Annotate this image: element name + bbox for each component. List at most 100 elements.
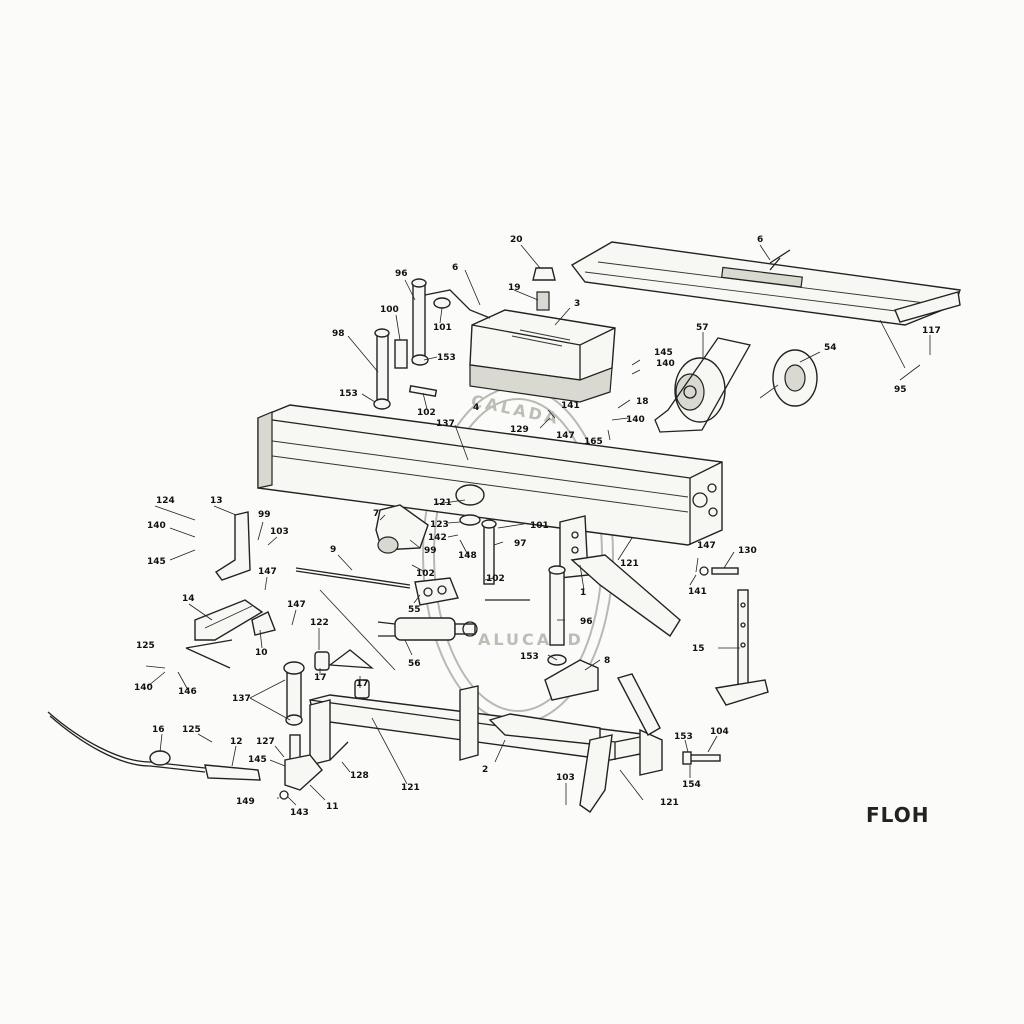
part-label-1: 1	[580, 588, 586, 598]
part-label-142: 142	[428, 533, 447, 543]
gearbox-housing	[469, 309, 616, 403]
part-label-13: 13	[210, 496, 223, 506]
bolt-104	[682, 751, 721, 765]
part-label-122: 122	[310, 618, 329, 628]
part-label-3: 3	[574, 299, 580, 309]
part-label-102-mid: 102	[486, 574, 505, 584]
part-label-145-low: 145	[248, 755, 267, 765]
lower-pivot-post	[204, 661, 349, 800]
part-label-129: 129	[510, 425, 529, 435]
bushings-17	[314, 649, 374, 699]
part-label-149: 149	[236, 797, 255, 807]
part-label-4: 4	[473, 403, 479, 413]
part-label-99-mid: 99	[424, 546, 437, 556]
part-label-125-left: 125	[136, 641, 155, 651]
part-label-140-top: 140	[656, 359, 675, 369]
part-label-17-left: 17	[314, 673, 327, 683]
part-label-8: 8	[604, 656, 610, 666]
bevel-gear-assembly	[654, 337, 751, 433]
part-label-130: 130	[738, 546, 757, 556]
part-label-14: 14	[182, 594, 195, 604]
hydraulic-valve	[414, 577, 459, 606]
diagram-code-tag: FLOH	[866, 803, 929, 827]
lower-main-frame	[309, 659, 663, 813]
part-label-103-left: 103	[270, 527, 289, 537]
part-label-100: 100	[380, 305, 399, 315]
part-label-121-mid: 121	[433, 498, 452, 508]
part-label-121-lower-right: 121	[660, 798, 679, 808]
part-number-labels: 20 19 3 6 6 96 100 98 101 153 153 102 57…	[134, 235, 941, 818]
part-label-54: 54	[824, 343, 837, 353]
part-label-101-mid: 101	[530, 521, 549, 531]
part-label-128: 128	[350, 771, 369, 781]
part-label-104: 104	[710, 727, 729, 737]
part-label-97: 97	[514, 539, 527, 549]
part-label-140-left: 140	[147, 521, 166, 531]
part-label-137-low: 137	[232, 694, 251, 704]
spur-gear	[759, 349, 818, 407]
leader-lines	[145, 244, 931, 806]
part-label-12: 12	[230, 737, 243, 747]
part-label-143: 143	[290, 808, 309, 818]
part-label-147-right: 147	[697, 541, 716, 551]
part-label-11: 11	[326, 802, 339, 812]
part-label-6-top: 6	[757, 235, 763, 245]
part-label-147-top: 147	[556, 431, 575, 441]
bolt-130	[699, 566, 739, 576]
watermark-text: ALUCARD	[478, 630, 584, 649]
part-label-141-right: 141	[688, 587, 707, 597]
filler-cap	[532, 267, 556, 311]
part-label-153-left: 153	[339, 389, 358, 399]
part-label-147-left: 147	[258, 567, 277, 577]
main-cross-beam	[257, 404, 723, 546]
part-label-141-top: 141	[561, 401, 580, 411]
part-label-16: 16	[152, 725, 165, 735]
part-label-153-low: 153	[520, 652, 539, 662]
part-label-127: 127	[256, 737, 275, 747]
control-rod	[295, 567, 411, 589]
part-label-121-bottom: 121	[401, 783, 420, 793]
pins-upper	[373, 278, 491, 410]
drive-cable	[47, 711, 206, 773]
part-label-17-right: 17	[356, 679, 369, 689]
part-label-153-pin: 153	[437, 353, 456, 363]
part-label-153-right: 153	[674, 732, 693, 742]
part-label-146: 146	[178, 687, 197, 697]
part-label-140-mid: 140	[626, 415, 645, 425]
bracket-right	[616, 673, 661, 736]
part-label-121-right: 121	[620, 559, 639, 569]
part-label-10: 10	[255, 648, 268, 658]
part-label-145-top: 145	[654, 348, 673, 358]
part-label-99-left: 99	[258, 510, 271, 520]
part-label-154: 154	[682, 780, 701, 790]
part-label-98-top: 98	[332, 329, 345, 339]
part-label-145-left: 145	[147, 557, 166, 567]
part-label-123: 123	[430, 520, 449, 530]
part-label-2: 2	[482, 765, 488, 775]
part-label-140-lower: 140	[134, 683, 153, 693]
part-label-20: 20	[510, 235, 523, 245]
part-label-137-top: 137	[436, 419, 455, 429]
part-label-101-top: 101	[433, 323, 452, 333]
part-label-102-top: 102	[417, 408, 436, 418]
part-label-125-low: 125	[182, 725, 201, 735]
part-label-147-lower: 147	[287, 600, 306, 610]
part-label-117: 117	[922, 326, 941, 336]
top-deflector-beam	[570, 241, 961, 326]
part-label-6-left: 6	[452, 263, 458, 273]
part-label-7: 7	[373, 509, 379, 519]
part-label-103-low: 103	[556, 773, 575, 783]
skid-shoe	[714, 589, 769, 706]
part-label-148: 148	[458, 551, 477, 561]
part-label-57: 57	[696, 323, 709, 333]
part-label-18: 18	[636, 397, 649, 407]
hydraulic-cylinder	[319, 589, 478, 671]
part-label-9: 9	[330, 545, 336, 555]
part-label-165: 165	[584, 437, 603, 447]
part-label-56: 56	[408, 659, 421, 669]
part-label-96-top: 96	[395, 269, 408, 279]
part-label-124: 124	[156, 496, 175, 506]
swivel-mount-left	[185, 504, 429, 669]
